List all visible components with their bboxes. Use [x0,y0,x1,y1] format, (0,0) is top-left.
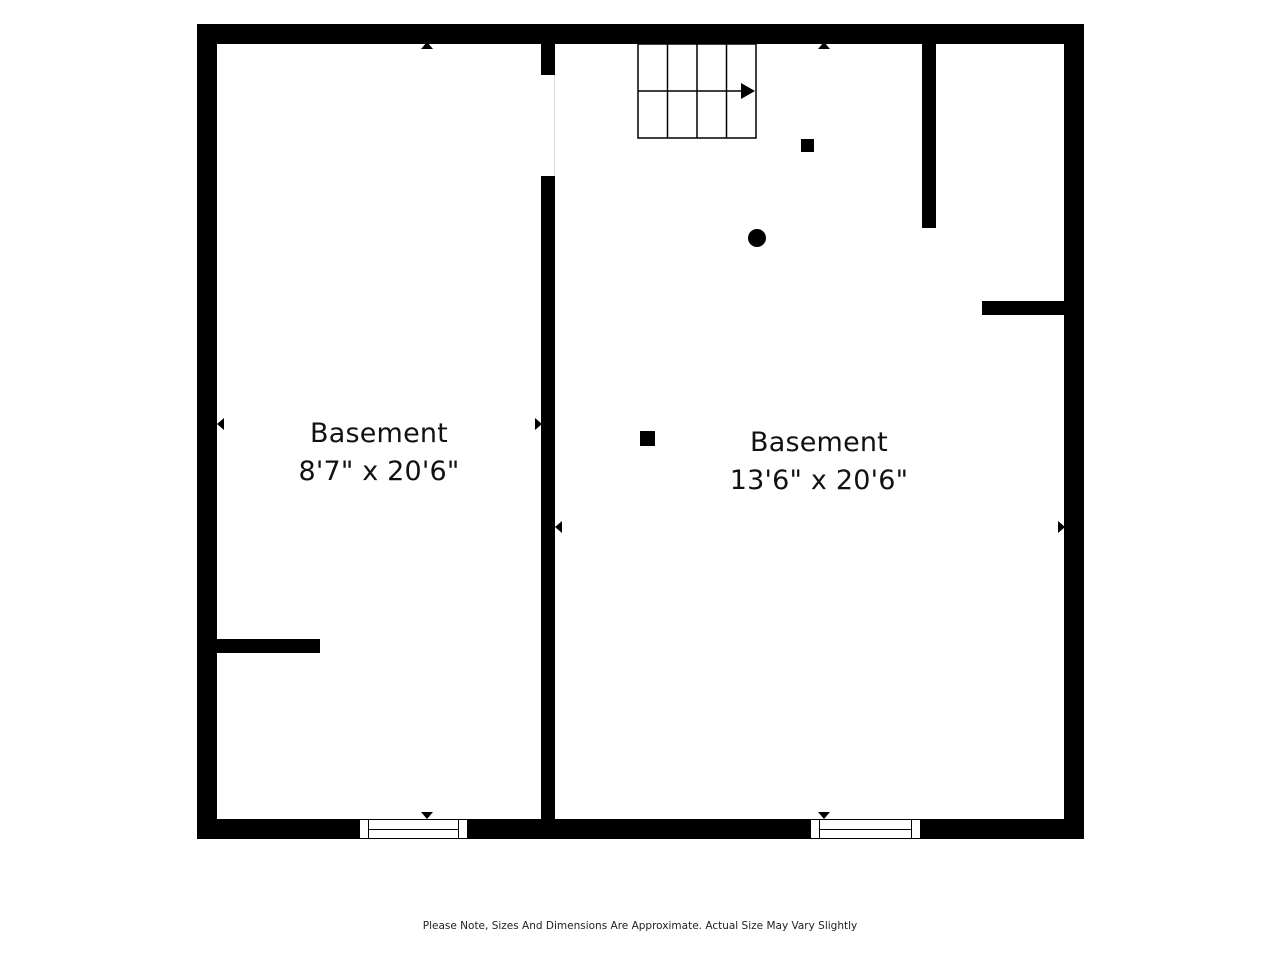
partial-wall-vertical-right [922,44,936,228]
column-round-icon [748,229,766,247]
marker-triangle-icon [217,418,224,430]
outer-wall-bottom [197,819,1084,839]
partial-wall-horizontal-right [982,301,1064,315]
post-square-icon [640,431,655,446]
outer-wall-left [197,24,217,839]
room-dimensions: 8'7" x 20'6" [298,456,460,487]
divider-wall-upper [541,24,555,75]
room-label-right: Basement 13'6" x 20'6" [679,424,959,500]
room-label-left: Basement 8'7" x 20'6" [259,415,499,491]
marker-triangle-icon [421,42,433,49]
marker-triangle-icon [818,42,830,49]
marker-triangle-icon [535,418,542,430]
room-dimensions: 13'6" x 20'6" [729,465,909,496]
outer-wall-right [1064,24,1084,839]
partial-wall-left-room [217,639,320,653]
marker-triangle-icon [1058,521,1065,533]
outer-wall-top [197,24,1084,44]
room-name: Basement [310,418,448,449]
divider-wall-lower [541,176,555,839]
doorway-opening [541,75,555,176]
post-square-icon [801,139,814,152]
window-left [359,819,468,839]
marker-triangle-icon [818,812,830,819]
stairs-icon [637,44,757,139]
room-name: Basement [750,427,888,458]
disclaimer-note: Please Note, Sizes And Dimensions Are Ap… [422,920,858,932]
marker-triangle-icon [421,812,433,819]
window-right [810,819,921,839]
marker-triangle-icon [555,521,562,533]
